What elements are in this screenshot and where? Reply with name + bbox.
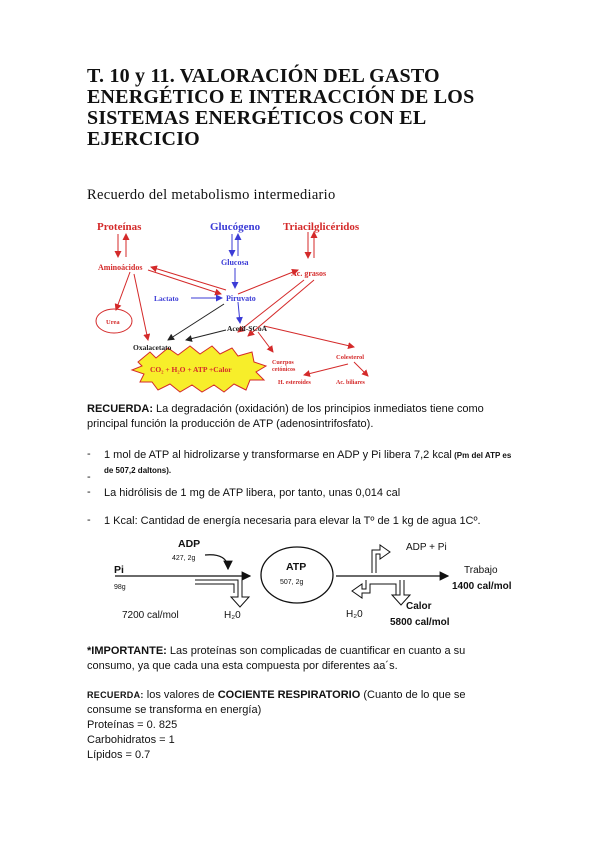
label-piruvato: Piruvato	[226, 294, 256, 303]
cociente-carbohidratos: Carbohidratos = 1	[87, 734, 175, 746]
recuerda-paragraph: RECUERDA: La degradación (oxidación) de …	[87, 402, 507, 432]
label-h2o-left: H₂0	[224, 610, 241, 621]
bullet-mg-atp: La hidrólisis de 1 mg de ATP libera, por…	[104, 487, 401, 499]
label-adp-pi: ADP + Pi	[406, 542, 447, 553]
label-trabajo: Trabajo	[464, 565, 498, 576]
label-urea: Urea	[106, 319, 120, 326]
bullet-1-text: 1 mol de ATP al hidrolizarse y transform…	[104, 449, 452, 461]
label-ac-biliares: Ac. biliares	[336, 380, 366, 386]
label-glucogeno: Glucógeno	[210, 221, 261, 233]
recuerda-text: La degradación (oxidación) de los princi…	[87, 403, 484, 430]
label-triacilgliceridos: Triacilglicéridos	[283, 221, 360, 233]
cociente-paragraph: RECUERDA: los valores de COCIENTE RESPIR…	[87, 688, 512, 718]
importante-paragraph: *IMPORTANTE: Las proteínas son complicad…	[87, 644, 512, 674]
label-pi-mass: 98g	[114, 584, 126, 591]
importante-label: *IMPORTANTE:	[87, 645, 167, 657]
section-subtitle: Recuerdo del metabolismo intermediario	[87, 187, 336, 203]
bullet-dash: -	[87, 514, 91, 526]
label-aminoacidos: Aminoácidos	[98, 263, 142, 272]
arrow-adp-curve	[204, 554, 233, 571]
arrow-adp-pi-up	[371, 544, 391, 573]
label-colesterol: Colesterol	[336, 354, 364, 361]
label-atp-mass: 507, 2g	[280, 579, 303, 586]
arrow-h2o-left	[195, 579, 251, 608]
bullet-atp-hydrolysis: 1 mol de ATP al hidrolizarse y transform…	[104, 448, 514, 478]
label-pi: Pi	[114, 564, 124, 576]
label-atp: ATP	[286, 561, 306, 573]
bullet-kcal-definition: 1 Kcal: Cantidad de energía necesaria pa…	[104, 515, 481, 527]
bullet-dash: -	[87, 486, 91, 498]
label-h2o-right: H₂0	[346, 609, 363, 620]
label-7200: 7200 cal/mol	[122, 610, 179, 621]
label-lactato: Lactato	[154, 294, 179, 303]
importante-text: Las proteínas son complicadas de cuantif…	[87, 645, 466, 672]
label-h-esteroides: H. esteroides	[278, 380, 312, 386]
label-calor-value: 5800 cal/mol	[390, 617, 450, 628]
label-acetil-scoa: Acetil-SCoA	[227, 324, 268, 333]
cociente-lipidos: Lípidos = 0.7	[87, 749, 151, 761]
label-adp: ADP	[178, 538, 200, 550]
page-title: T. 10 y 11. VALORACIÓN DEL GASTO ENERGÉT…	[87, 65, 475, 150]
cociente-label: RECUERDA:	[87, 690, 144, 700]
label-glucosa: Glucosa	[221, 258, 249, 267]
label-calor: Calor	[406, 601, 432, 612]
urea-ellipse	[95, 308, 133, 334]
label-proteinas: Proteínas	[97, 221, 142, 233]
cociente-text-1: los valores de	[143, 689, 218, 701]
cociente-bold: COCIENTE RESPIRATORIO	[217, 689, 361, 701]
arrow-calor-down	[390, 580, 412, 606]
label-trabajo-value: 1400 cal/mol	[452, 581, 512, 592]
label-energy-products: CO₂ + H₂O + ATP +Calor	[150, 365, 232, 374]
label-adp-mass: 427, 2g	[172, 555, 195, 562]
bullet-dash: -	[87, 448, 91, 460]
cociente-text-2: (Cuanto de lo que se consume se transfor…	[87, 689, 466, 716]
bullet-dash-empty: -	[87, 471, 91, 483]
recuerda-label: RECUERDA:	[87, 403, 153, 415]
cociente-proteinas: Proteínas = 0. 825	[87, 719, 178, 731]
energy-burst	[130, 345, 268, 393]
label-oxalacetato: Oxalacetato	[133, 343, 172, 352]
atp-cycle-diagram: ADP 427, 2g Pi 98g 7200 cal/mol H₂0 ATP …	[114, 538, 512, 628]
metabolism-diagram: Proteínas Glucógeno Triacilglicéridos Am…	[95, 221, 369, 393]
label-ac-grasos: Ac. grasos	[291, 269, 326, 278]
atp-circle	[260, 546, 334, 604]
bullet-1-note: (Pm del ATP es de 507,2 daltons).	[104, 451, 512, 475]
